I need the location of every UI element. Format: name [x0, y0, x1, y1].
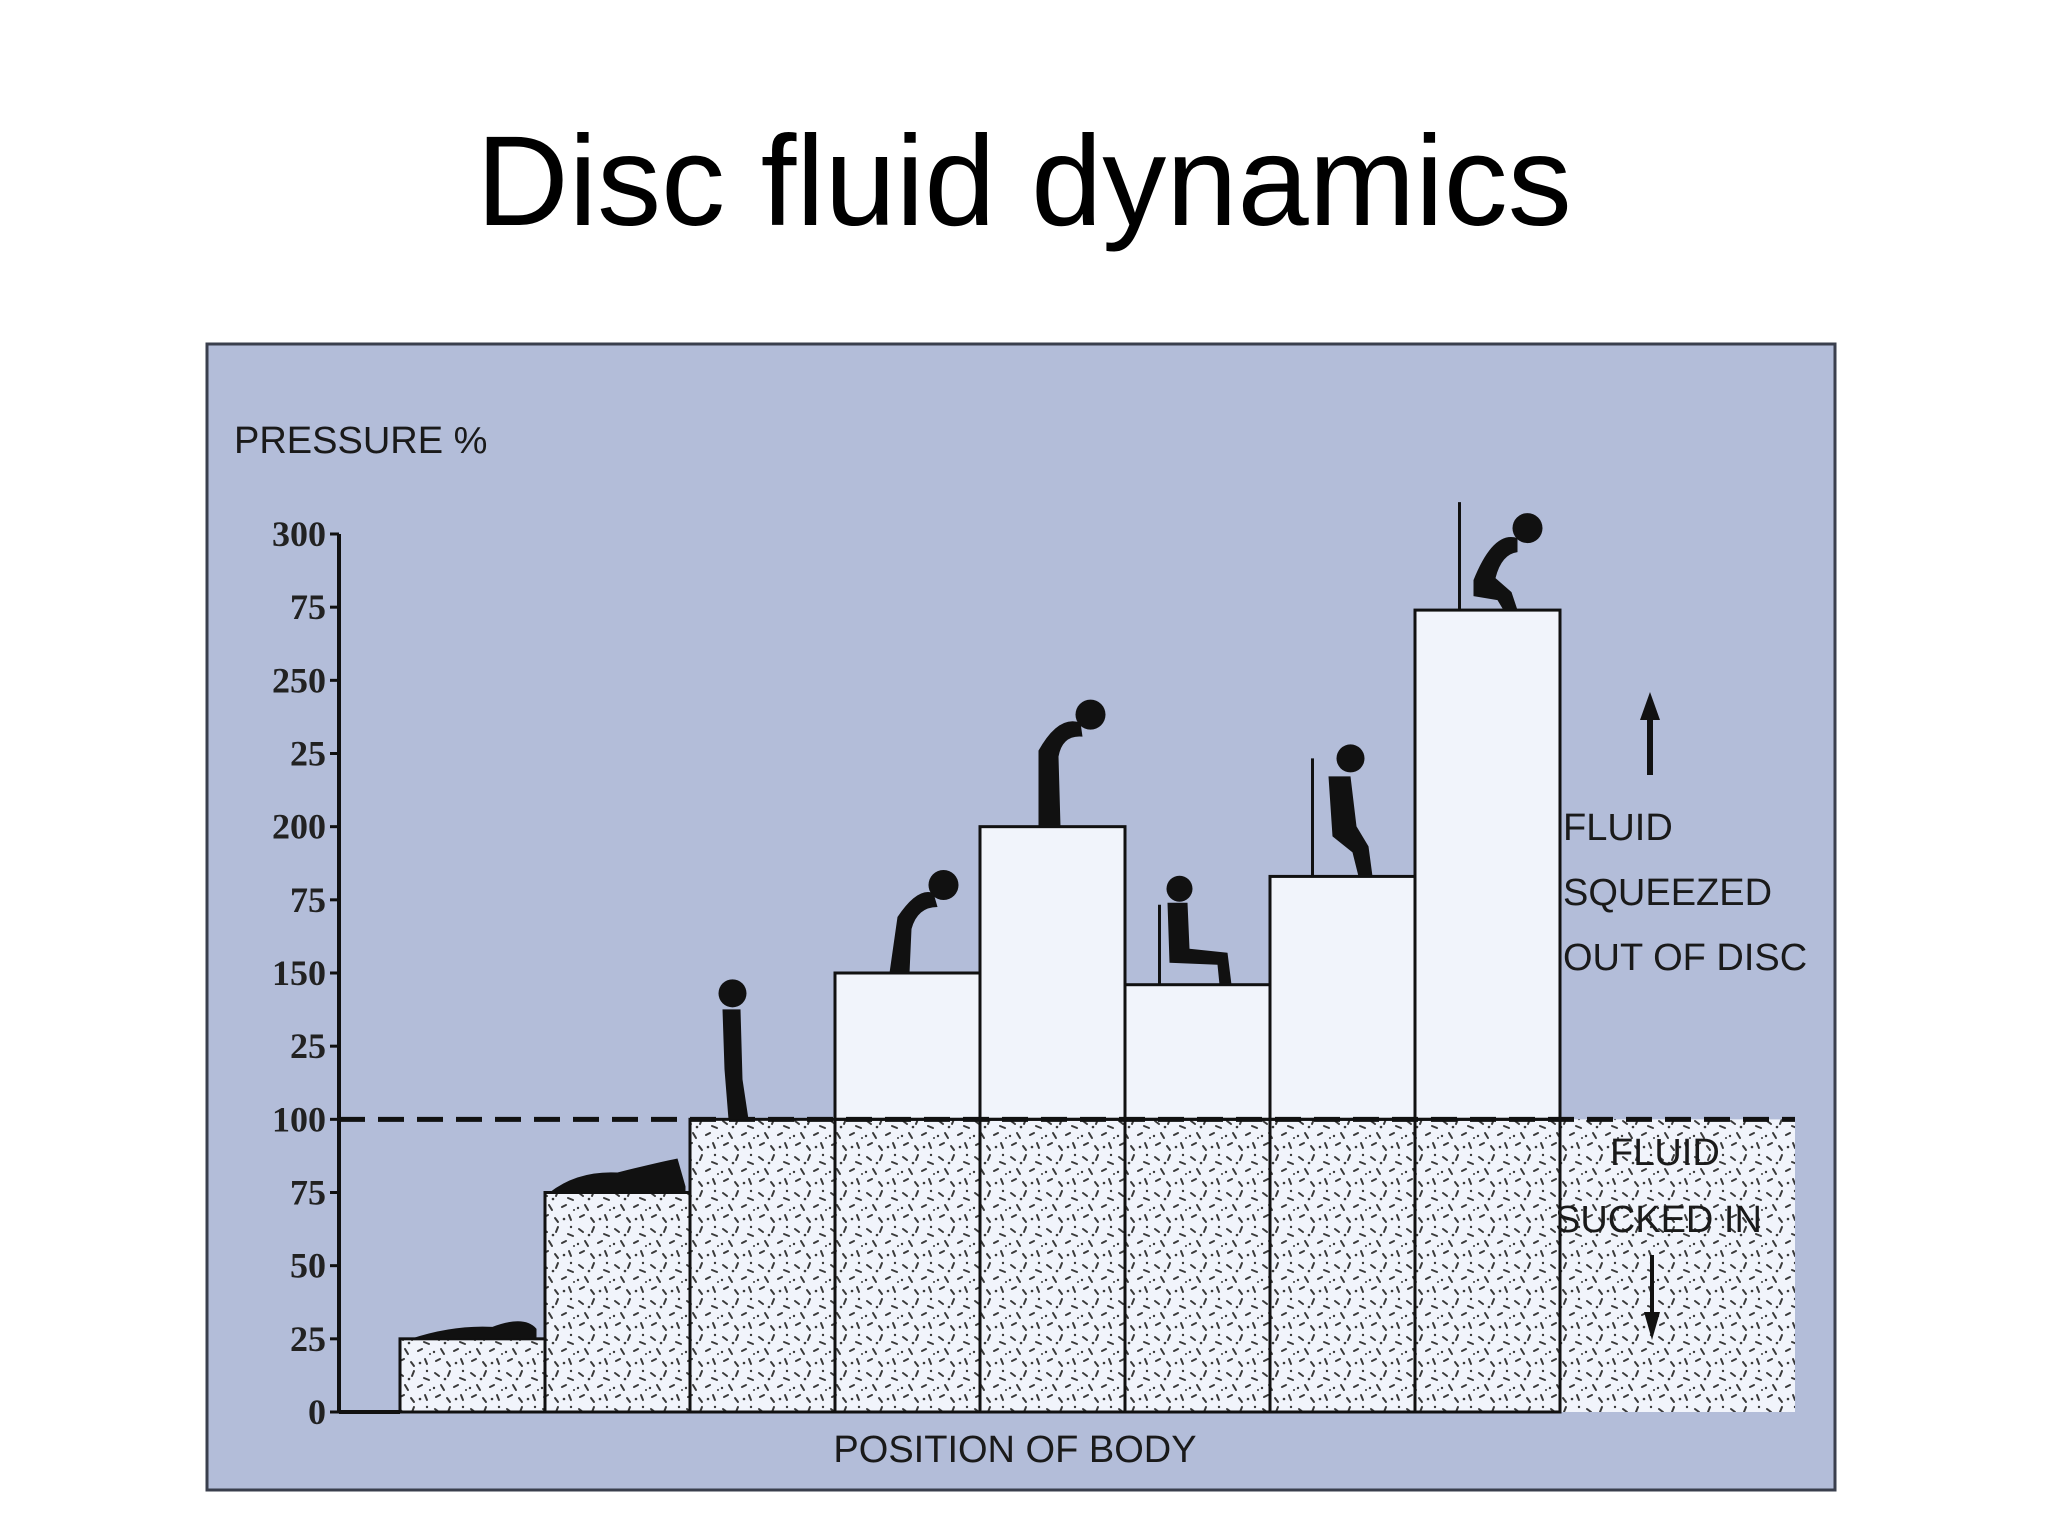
y-tick-label: 75: [290, 587, 326, 627]
y-tick-label: 75: [290, 880, 326, 920]
y-tick-label: 300: [272, 514, 326, 554]
bar-upper: [1123, 983, 1272, 1121]
y-tick-label: 25: [290, 734, 326, 774]
y-tick-label: 0: [308, 1392, 326, 1432]
bar-upper: [1268, 874, 1417, 1121]
bending-forward-figure-icon: [889, 870, 959, 973]
slide-title: Disc fluid dynamics: [476, 110, 1572, 253]
arrow-up-icon: [1640, 692, 1660, 775]
x-axis-label: POSITION OF BODY: [833, 1429, 1196, 1471]
bar: [398, 1337, 547, 1414]
fluid-sucked-in-zone: [690, 1119, 1795, 1412]
lower-annotation-line-2: SUCKED IN: [1555, 1199, 1762, 1241]
bending-deep-figure-icon: [1038, 699, 1106, 827]
y-axis-label: PRESSURE %: [234, 420, 487, 462]
bar: [688, 1117, 837, 1414]
lower-annotation-line-1: FLUID: [1610, 1132, 1720, 1174]
standing-figure-icon: [718, 979, 749, 1120]
y-tick-label: 75: [290, 1173, 326, 1213]
figures: [410, 502, 1543, 1339]
upper-annotation-line-1: FLUID: [1563, 807, 1673, 849]
arrow-down-icon: [1644, 1255, 1660, 1340]
side-lying-figure-icon: [549, 1158, 686, 1193]
sitting-figure-icon: [1158, 875, 1232, 985]
y-tick-label: 25: [290, 1026, 326, 1066]
sitting-leaning-figure-icon: [1311, 744, 1373, 877]
upper-annotation-line-3: OUT OF DISC: [1563, 937, 1807, 979]
upper-annotation-line-2: SQUEEZED: [1563, 872, 1772, 914]
y-tick-label: 250: [272, 660, 326, 700]
y-tick-label: 25: [290, 1319, 326, 1359]
y-tick-label: 50: [290, 1246, 326, 1286]
bar: [543, 1191, 692, 1414]
y-tick-label: 150: [272, 953, 326, 993]
bar-upper: [833, 971, 982, 1121]
y-tick-label: 200: [272, 807, 326, 847]
sitting-bent-figure-icon: [1458, 502, 1543, 611]
bar-upper: [978, 825, 1127, 1121]
y-tick-label: 100: [272, 1099, 326, 1139]
lying-figure-icon: [410, 1321, 537, 1339]
bars: [398, 608, 1562, 1414]
bar-upper: [1413, 608, 1562, 1121]
